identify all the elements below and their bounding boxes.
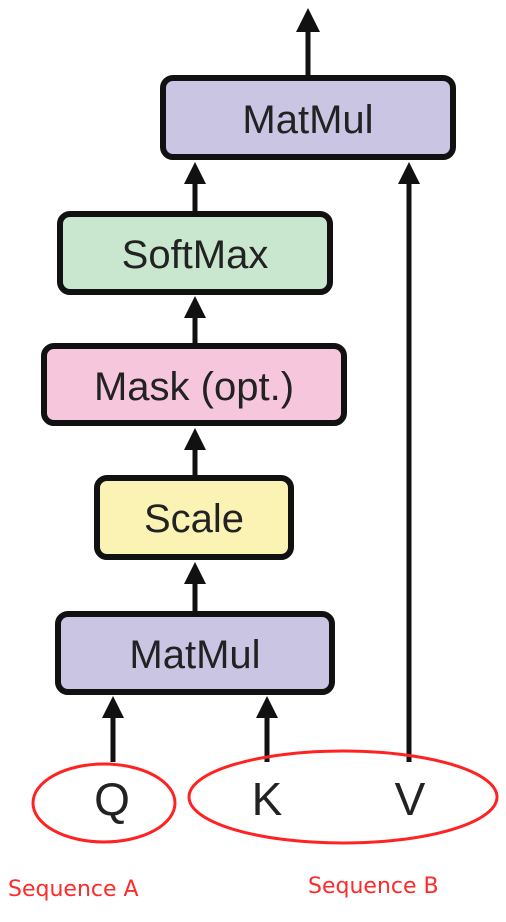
scale-label: Scale <box>144 497 244 541</box>
sequence-a-ellipse <box>31 762 177 844</box>
softmax-box <box>57 211 333 295</box>
arrow-mask-to-softmax <box>184 296 206 344</box>
mask-node: Mask (opt.) <box>41 343 347 426</box>
mask-box <box>41 343 347 426</box>
matmul-bottom-node: MatMul <box>55 611 335 695</box>
input-k-label: K <box>252 773 283 825</box>
arrow-v-to-matmul <box>398 162 420 762</box>
matmul-bottom-label: MatMul <box>129 633 260 677</box>
mask-label: Mask (opt.) <box>94 365 294 409</box>
matmul-top-label: MatMul <box>242 98 373 142</box>
arrow-softmax-to-matmul <box>184 162 206 212</box>
sequence-b-label: Sequence B <box>308 874 439 899</box>
sequence-b-ellipse <box>187 749 499 845</box>
softmax-node: SoftMax <box>57 211 333 295</box>
input-v-label: V <box>395 773 426 825</box>
input-q-label: Q <box>94 773 130 825</box>
arrow-scale-to-mask <box>184 428 206 476</box>
scale-node: Scale <box>94 475 294 560</box>
arrow-q-to-matmul <box>102 696 124 762</box>
arrow-matmul-to-scale <box>184 562 206 612</box>
output-arrow <box>296 8 320 76</box>
sequence-a-label: Sequence A <box>8 877 139 902</box>
arrow-k-to-matmul <box>256 696 278 762</box>
matmul-top-node: MatMul <box>160 75 456 160</box>
matmul-bottom-box <box>55 611 335 695</box>
softmax-label: SoftMax <box>122 233 269 277</box>
scale-box <box>94 475 294 560</box>
matmul-top-box <box>160 75 456 160</box>
